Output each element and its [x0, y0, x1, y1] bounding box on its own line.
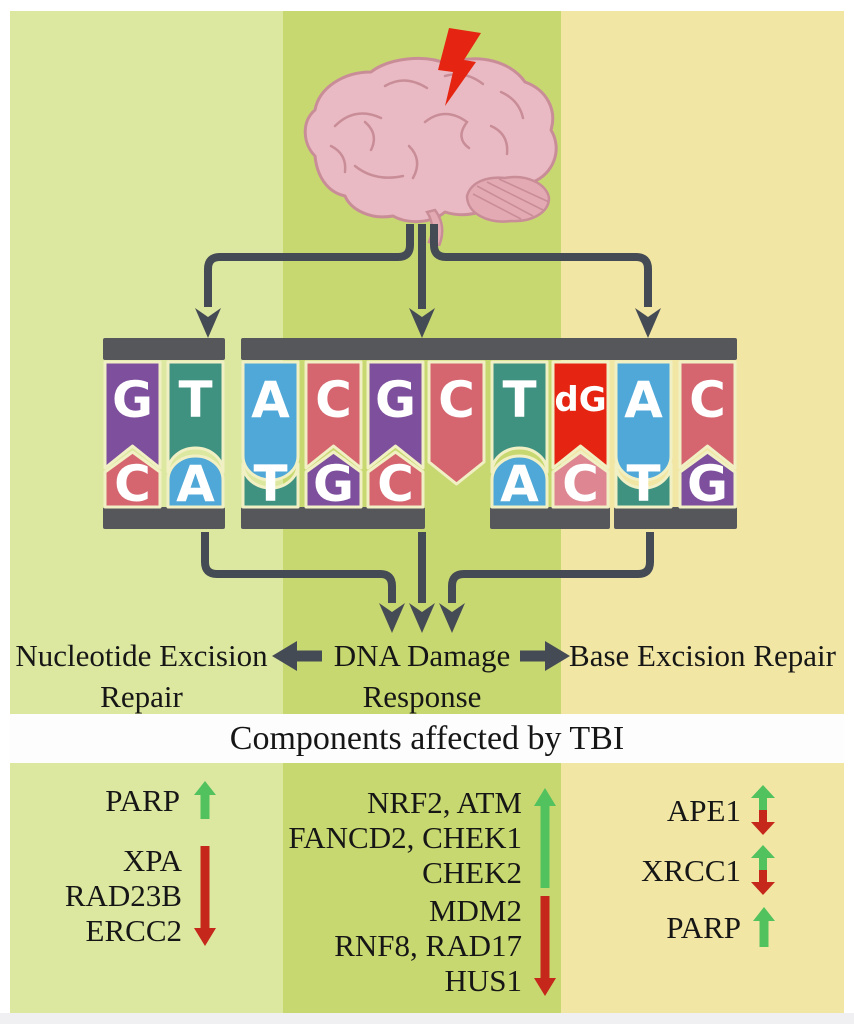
dna-backbone-bar — [614, 507, 737, 529]
gene-label: NRF2, ATM — [366, 785, 522, 820]
dna-base-letter: T — [253, 455, 287, 513]
down-arrow-icon — [751, 870, 775, 895]
gene-label: MDM2 — [428, 893, 522, 928]
gene-name-list: PARP — [666, 910, 741, 945]
dna-top-base-C — [678, 360, 737, 470]
dna-top-base-G — [366, 360, 425, 470]
up-arrow-icon — [751, 845, 775, 870]
dna-base-letter: C — [689, 371, 726, 429]
up-arrow-icon — [194, 781, 216, 819]
dna-bottom-base-C — [103, 450, 162, 509]
up-arrow-icon — [751, 785, 775, 810]
gene-label: HUS1 — [444, 963, 522, 998]
dna-base-letter: G — [375, 371, 416, 429]
gene-name-list: APE1 — [667, 793, 741, 828]
dna-bottom-base-G — [304, 450, 363, 509]
ner-label-line2: Repair — [100, 679, 183, 714]
gene-name-list: XRCC1 — [641, 853, 741, 888]
dna-top-base-A — [614, 360, 673, 482]
gene-label: ERCC2 — [85, 913, 182, 948]
dna-base-letter: T — [502, 371, 536, 429]
gene-label: RNF8, RAD17 — [334, 928, 522, 963]
up-arrow-icon — [753, 907, 775, 947]
dna-base-letter: A — [176, 455, 215, 513]
ber-gene-group-ape1: APE1 — [667, 785, 775, 835]
dna-top-base-C — [427, 360, 486, 486]
dna-bottom-base-A — [166, 454, 225, 509]
dna-base-letter: G — [313, 455, 354, 513]
dna-bottom-base-A — [490, 454, 549, 509]
dna-top-base-C — [304, 360, 363, 470]
gene-name-list: PARP — [105, 783, 180, 818]
dna-backbone-bar — [241, 338, 737, 360]
dna-base-letter: A — [624, 371, 663, 429]
ber-gene-group-parp: PARP — [666, 907, 775, 947]
base-excision-repair-label: Base Excision Repair — [561, 635, 844, 676]
dna-base-letter: T — [626, 455, 660, 513]
dna-bottom-base-T — [241, 462, 300, 509]
nucleotide-excision-repair-label: Nucleotide Excision Repair — [10, 635, 273, 717]
dna-backbone-bar — [103, 507, 225, 529]
gene-label: PARP — [105, 782, 180, 818]
gene-label: XPA — [122, 843, 182, 878]
dna-top-base-T — [490, 360, 549, 474]
dna-base-letter: C — [315, 371, 352, 429]
dna-base-letter: T — [178, 371, 212, 429]
gene-label: CHEK2 — [422, 855, 522, 890]
dna-base-letter: C — [438, 371, 475, 429]
dna-base-letter: C — [562, 455, 599, 513]
dna-bottom-base-T — [614, 462, 673, 509]
dna-base-letter: A — [500, 455, 539, 513]
dna-base-letter: C — [377, 455, 414, 513]
ddr-label-line2: Response — [362, 679, 482, 714]
dna-backbone-bar — [490, 507, 610, 529]
dna-damage-response-label: DNA Damage Response — [283, 635, 561, 717]
dna-top-base-T — [166, 360, 225, 474]
dna-backbone-bar — [103, 338, 225, 360]
ner-label-line1: Nucleotide Excision — [15, 638, 268, 673]
footer-strip — [0, 1013, 854, 1024]
up-down-regulation-arrows — [751, 785, 775, 835]
brain-gyri-lines — [329, 73, 525, 180]
up-down-regulation-arrows — [751, 845, 775, 895]
ber-gene-group-xrcc1: XRCC1 — [641, 845, 775, 895]
dna-bottom-base-G — [678, 450, 737, 509]
gene-label: PARP — [666, 909, 741, 945]
dna-top-base-A — [241, 360, 300, 482]
cerebellum-striations — [472, 178, 550, 220]
dna-base-letter: A — [251, 371, 290, 429]
dna-backbone-bar — [241, 507, 425, 529]
gene-label: RAD23B — [64, 878, 182, 913]
dna-top-base-dG — [551, 360, 610, 470]
down-arrow-icon — [534, 895, 556, 996]
lightning-bolt-icon — [438, 28, 481, 106]
dna-base-letter: C — [114, 455, 151, 513]
dna-top-base-G — [103, 360, 162, 470]
dna-base-letter: dG — [554, 380, 606, 420]
brain-illustration — [303, 28, 558, 246]
ber-label-line1: Base Excision Repair — [569, 638, 836, 673]
ddr-label-line1: DNA Damage — [333, 638, 511, 673]
up-arrow-icon — [534, 787, 556, 888]
cerebellum — [465, 175, 551, 223]
dna-bottom-base-C — [366, 450, 425, 509]
banner-title: Components affected by TBI — [10, 714, 844, 763]
down-arrow-icon — [751, 810, 775, 835]
dna-base-letter: G — [112, 371, 153, 429]
down-arrow-icon — [194, 845, 216, 946]
gene-label: FANCD2, CHEK1 — [288, 820, 522, 855]
gene-label: APE1 — [666, 792, 741, 828]
dna-base-letter: G — [687, 455, 728, 513]
gene-label: XRCC1 — [641, 852, 741, 888]
ner-gene-group-up: PARP — [105, 781, 216, 819]
dna-bottom-base-C — [551, 450, 610, 509]
